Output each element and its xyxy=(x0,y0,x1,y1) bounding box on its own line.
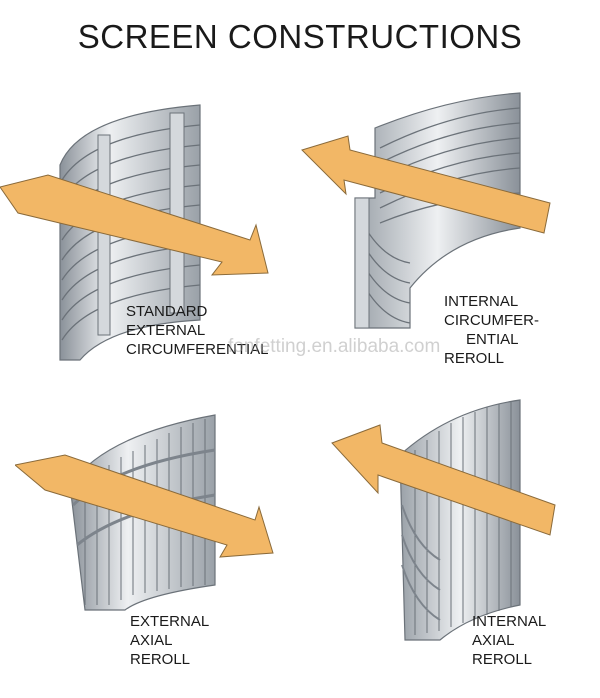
label-line: REROLL xyxy=(444,350,505,367)
label-line: INTERNAL xyxy=(444,293,519,310)
watermark: fonfetting.en.alibaba.com xyxy=(228,336,441,357)
label-line: AXIAL xyxy=(130,632,173,649)
label-line: INTERNAL xyxy=(472,613,547,630)
panel-2-label: INTERNAL CIRCUMFER- ENTIAL REROLL xyxy=(444,292,539,368)
label-line: CIRCUMFERENTIAL xyxy=(126,341,269,358)
label-line: CIRCUMFER- xyxy=(444,312,539,329)
label-line: AXIAL xyxy=(472,632,515,649)
label-line: REROLL xyxy=(130,651,191,668)
internal-circumferential-reroll-figure xyxy=(300,88,590,338)
standard-external-circumferential-figure xyxy=(0,95,290,365)
label-line: STANDARD xyxy=(126,303,208,320)
panel-4-label: INTERNAL AXIAL REROLL xyxy=(472,612,546,669)
panel-1-label: STANDARD EXTERNAL CIRCUMFERENTIAL xyxy=(126,302,269,359)
page-title: SCREEN CONSTRUCTIONS xyxy=(77,18,523,55)
label-line: EXTERNAL xyxy=(130,613,210,630)
label-line: REROLL xyxy=(472,651,533,668)
label-line: EXTERNAL xyxy=(126,322,206,339)
label-line: ENTIAL xyxy=(466,331,519,348)
panel-3-label: EXTERNAL AXIAL REROLL xyxy=(130,612,209,669)
internal-axial-reroll-figure xyxy=(330,395,585,645)
external-axial-reroll-figure xyxy=(15,395,285,615)
